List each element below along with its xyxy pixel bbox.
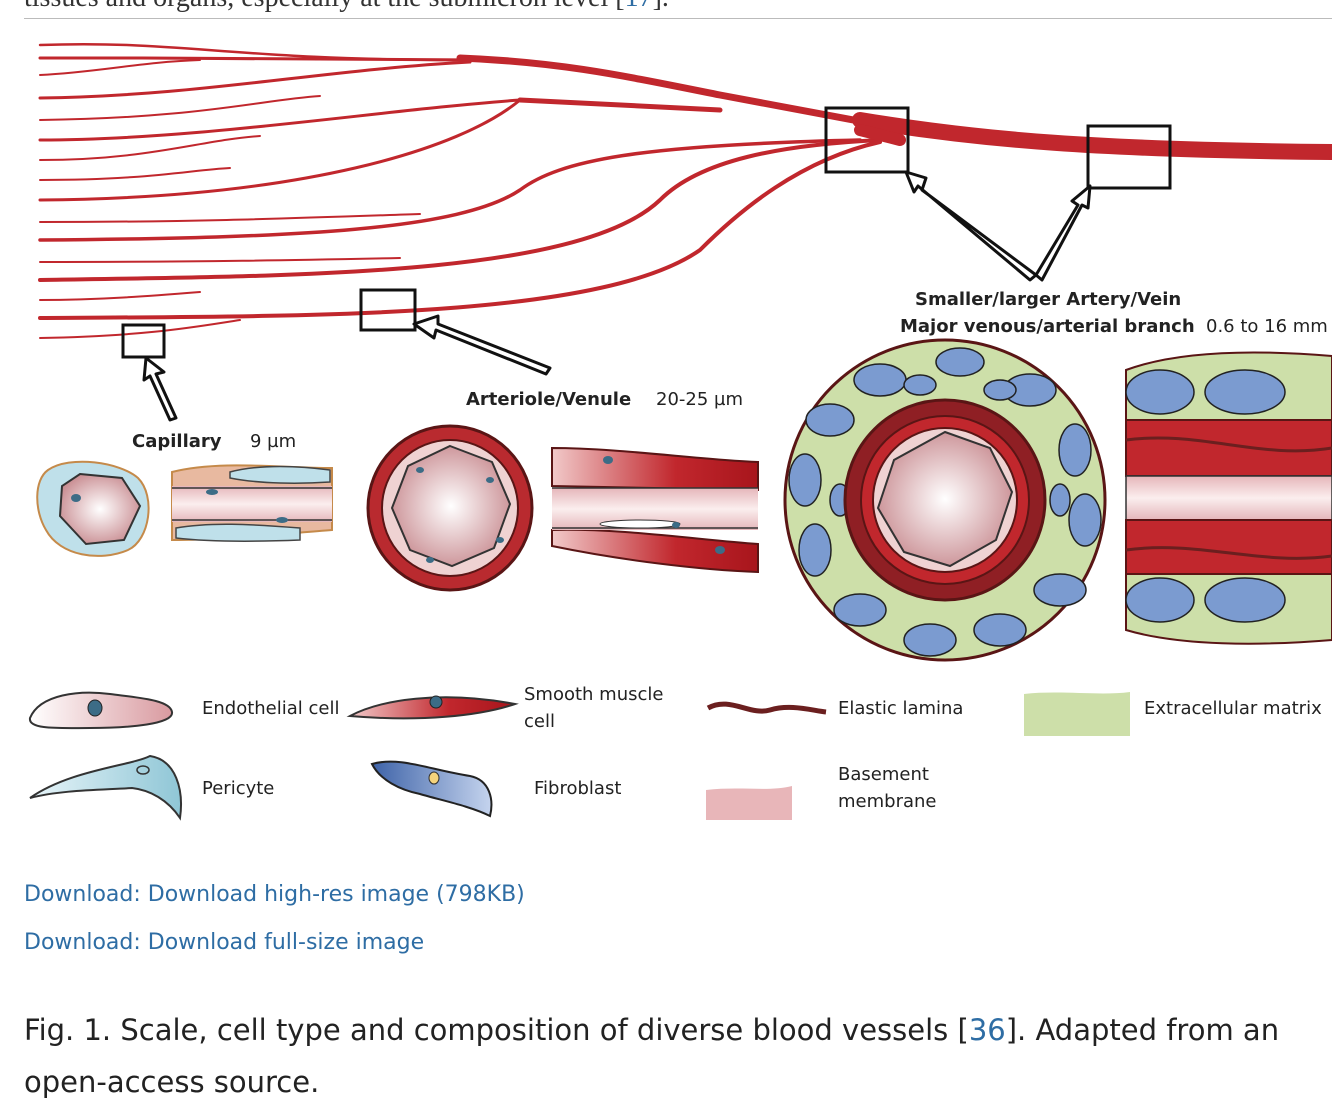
- legend-elastic: Elastic lamina: [838, 698, 963, 719]
- pericyte-icon: [29, 754, 182, 821]
- legend: Endothelial cell Smooth muscle cell Elas…: [29, 684, 1322, 821]
- legend-basement-line1: Basement: [838, 764, 929, 785]
- blood-vessel-figure[interactable]: Smaller/larger Artery/Vein Major venous/…: [0, 20, 1332, 850]
- legend-ecm: Extracellular matrix: [1144, 698, 1322, 719]
- section-divider: [24, 18, 1332, 19]
- capillary-size-label: 9 µm: [250, 431, 296, 452]
- artery-branch-label: Major venous/arterial branch: [900, 316, 1195, 337]
- fibroblast-icon: [370, 760, 493, 818]
- legend-endothelial: Endothelial cell: [202, 698, 340, 719]
- capillary-cross-section: [36, 460, 150, 557]
- download-full-size-link[interactable]: Download: Download full-size image: [24, 930, 425, 955]
- legend-pericyte: Pericyte: [202, 778, 274, 799]
- caption-text: Fig. 1. Scale, cell type and composition…: [24, 1013, 969, 1047]
- extracellular-matrix-icon: [1024, 692, 1130, 736]
- artery-cross-section: [783, 338, 1107, 662]
- callout-arrows: [142, 170, 1092, 422]
- figure-caption: Fig. 1. Scale, cell type and composition…: [24, 1004, 1314, 1108]
- preceding-text: tissues and organs, especially at the su…: [24, 0, 669, 14]
- legend-basement-line2: membrane: [838, 791, 936, 812]
- artery-size-label: 0.6 to 16 mm: [1206, 316, 1328, 337]
- legend-smooth-muscle-line2: cell: [524, 711, 555, 732]
- capillary-longitudinal: [171, 464, 333, 543]
- artery-longitudinal: [1125, 351, 1332, 645]
- arteriole-size-label: 20-25 µm: [656, 389, 743, 410]
- zoom-callouts: [121, 106, 1172, 359]
- arteriole-longitudinal: [551, 446, 759, 574]
- arteriole-label: Arteriole/Venule: [466, 389, 631, 410]
- caption-text-end: ]. Adapted from an open-access source.: [24, 1013, 1280, 1099]
- preceding-text-end: ].: [653, 0, 669, 13]
- capillary-label: Capillary: [132, 431, 222, 452]
- download-high-res-link[interactable]: Download: Download high-res image (798KB…: [24, 882, 525, 907]
- preceding-text-body: tissues and organs, especially at the su…: [24, 0, 625, 13]
- arteriole-cross-section: [366, 424, 534, 592]
- reference-link-36[interactable]: 36: [968, 1013, 1006, 1047]
- legend-smooth-muscle-line1: Smooth muscle: [524, 684, 663, 705]
- artery-label: Smaller/larger Artery/Vein: [915, 289, 1181, 310]
- basement-membrane-icon: [706, 786, 792, 820]
- reference-link-17[interactable]: 17: [625, 0, 653, 13]
- elastic-lamina-icon: [706, 701, 827, 715]
- legend-fibroblast: Fibroblast: [534, 778, 621, 799]
- smooth-muscle-cell-icon: [346, 696, 519, 720]
